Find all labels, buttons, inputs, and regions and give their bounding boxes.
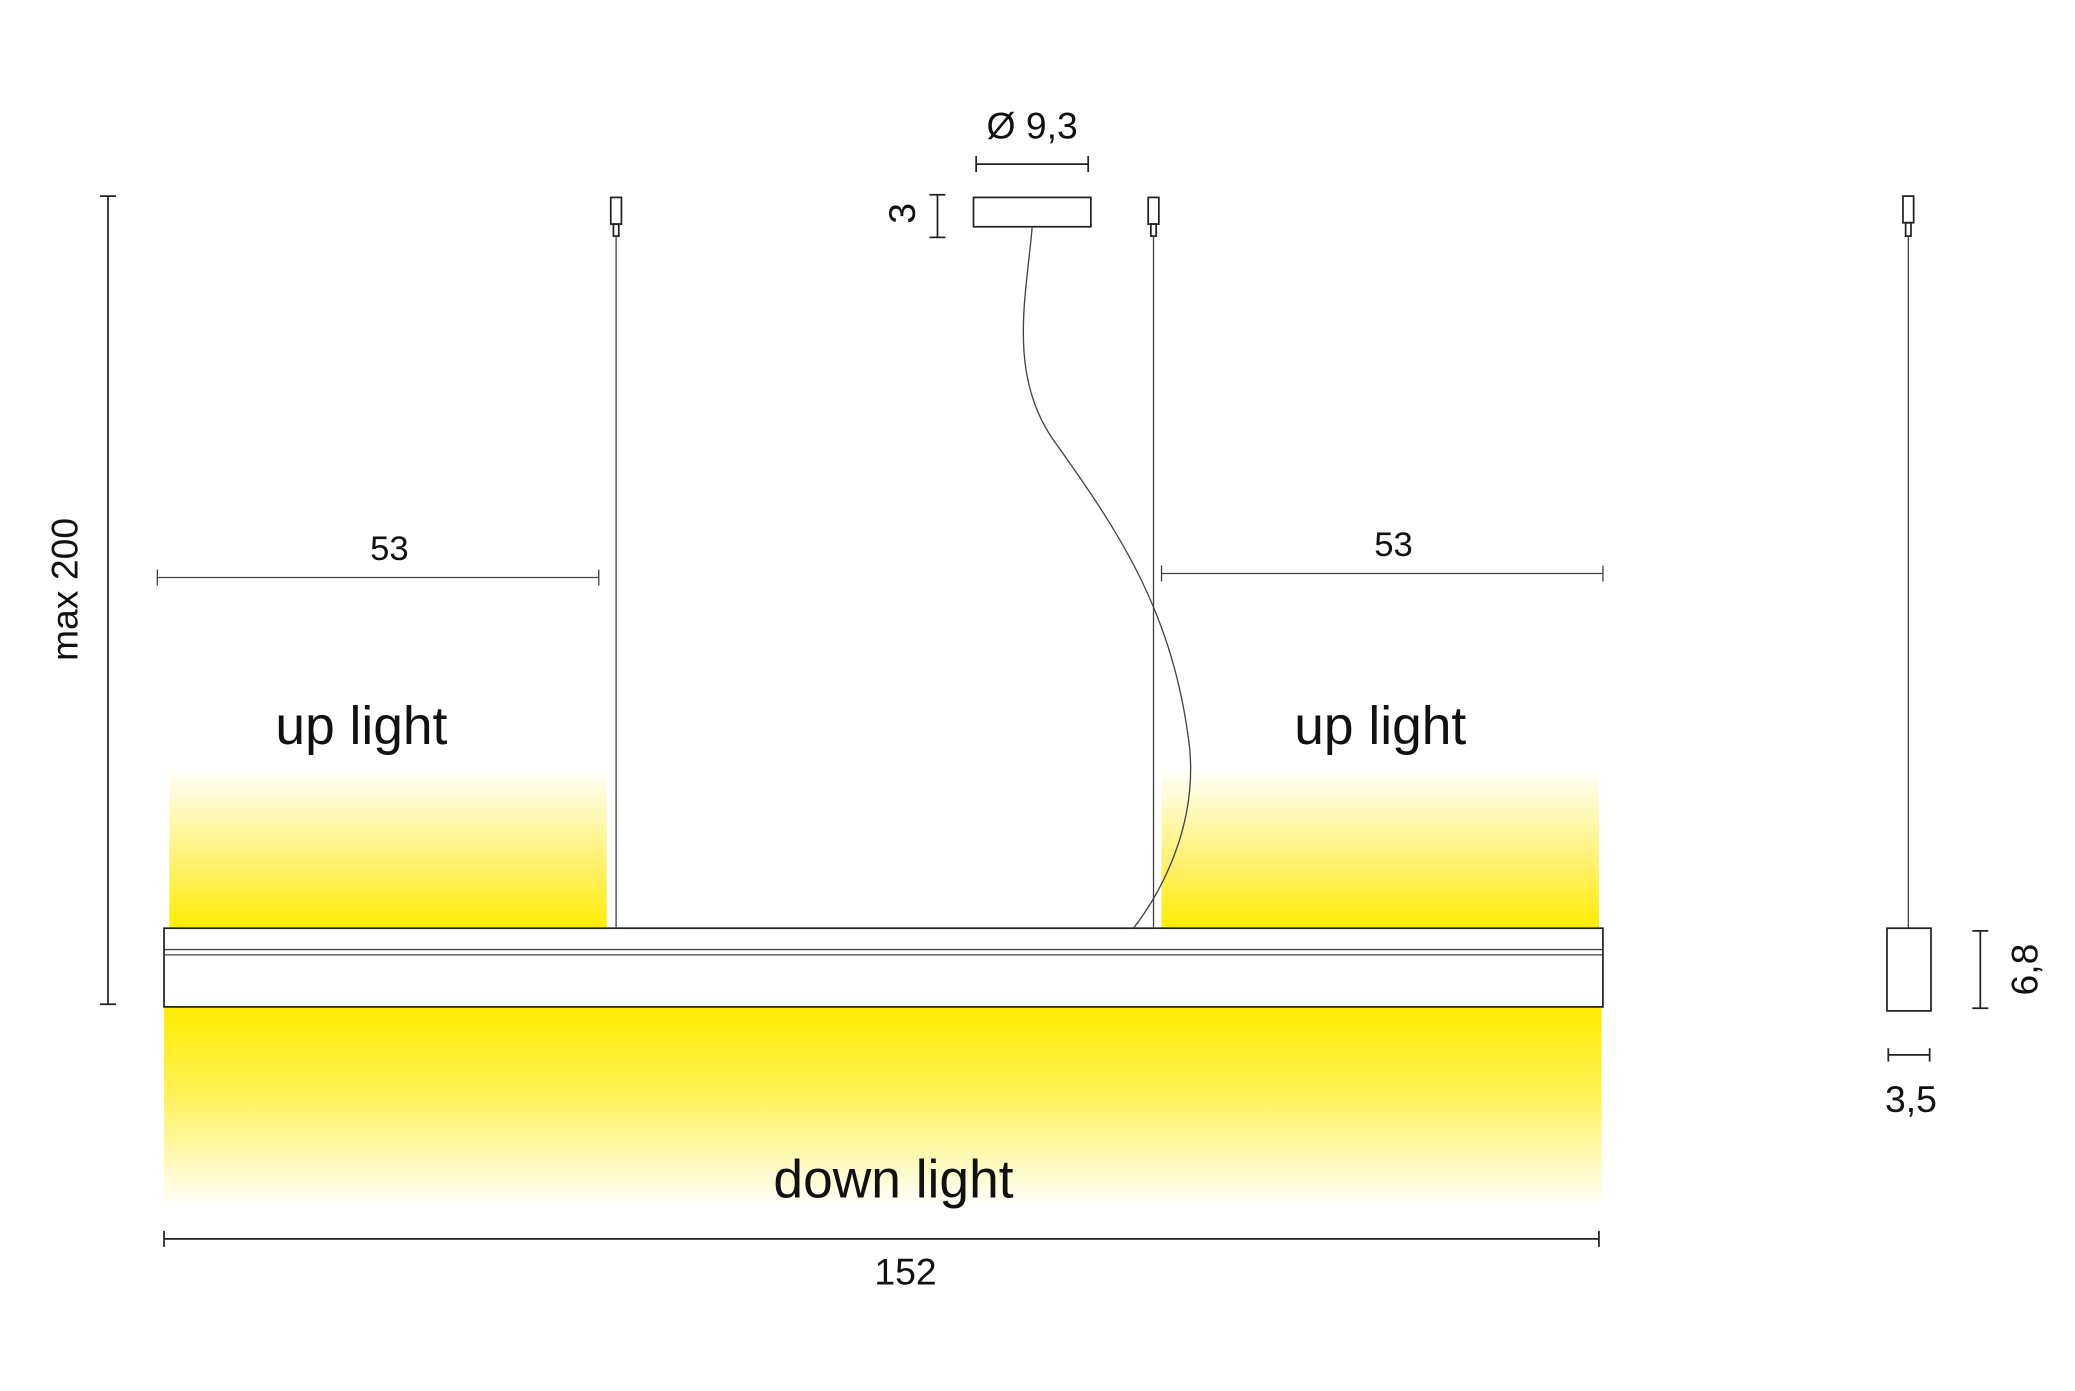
up-light-right-label: up light <box>1294 697 1466 756</box>
profile-width-dimension: 3,5 <box>1885 1048 1937 1120</box>
total-length-dimension: 152 <box>163 1230 1600 1292</box>
svg-text:max 200: max 200 <box>43 518 85 661</box>
svg-text:3: 3 <box>881 203 923 224</box>
svg-text:3,5: 3,5 <box>1885 1078 1937 1120</box>
svg-text:Ø 9,3: Ø 9,3 <box>987 105 1078 147</box>
down-light-label: down light <box>773 1151 1013 1210</box>
svg-text:6,8: 6,8 <box>2004 944 2046 996</box>
side-profile-view <box>1886 195 1932 1012</box>
suspension-cable-left <box>609 196 623 929</box>
svg-text:53: 53 <box>370 530 409 568</box>
right-offset-dimension: 53 <box>1160 526 1604 582</box>
down-light-glow <box>164 1006 1602 1207</box>
suspension-cable-right <box>1147 196 1160 929</box>
up-light-left-glow <box>169 766 607 929</box>
lamp-body <box>163 927 1604 1008</box>
left-offset-dimension: 53 <box>156 530 600 586</box>
canopy <box>972 196 1092 228</box>
profile-height-dimension: 6,8 <box>1972 930 2046 1010</box>
up-light-left-label: up light <box>275 697 447 756</box>
up-light-right-glow <box>1161 766 1599 929</box>
power-cord <box>1022 226 1192 929</box>
svg-text:53: 53 <box>1374 526 1413 564</box>
max-height-dimension: max 200 <box>43 195 117 1006</box>
canopy-height-dimension: 3 <box>881 193 946 239</box>
svg-text:152: 152 <box>874 1250 936 1292</box>
canopy-diameter-dimension: Ø 9,3 <box>975 105 1090 173</box>
